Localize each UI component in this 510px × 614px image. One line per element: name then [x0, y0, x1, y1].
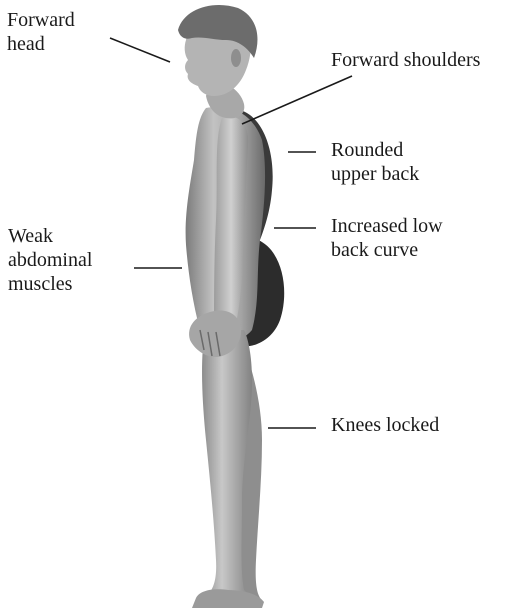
ear: [231, 49, 241, 67]
label-increased-low-back-curve: Increased low back curve: [331, 214, 443, 262]
leader-line-forward-head: [110, 38, 170, 62]
leader-line-forward-shoulders: [242, 76, 352, 124]
label-knees-locked: Knees locked: [331, 413, 439, 437]
label-weak-abdominal-muscles: Weak abdominal muscles: [8, 224, 92, 296]
label-rounded-upper-back: Rounded upper back: [331, 138, 419, 186]
label-forward-shoulders: Forward shoulders: [331, 48, 480, 72]
label-forward-head: Forward head: [7, 8, 75, 56]
